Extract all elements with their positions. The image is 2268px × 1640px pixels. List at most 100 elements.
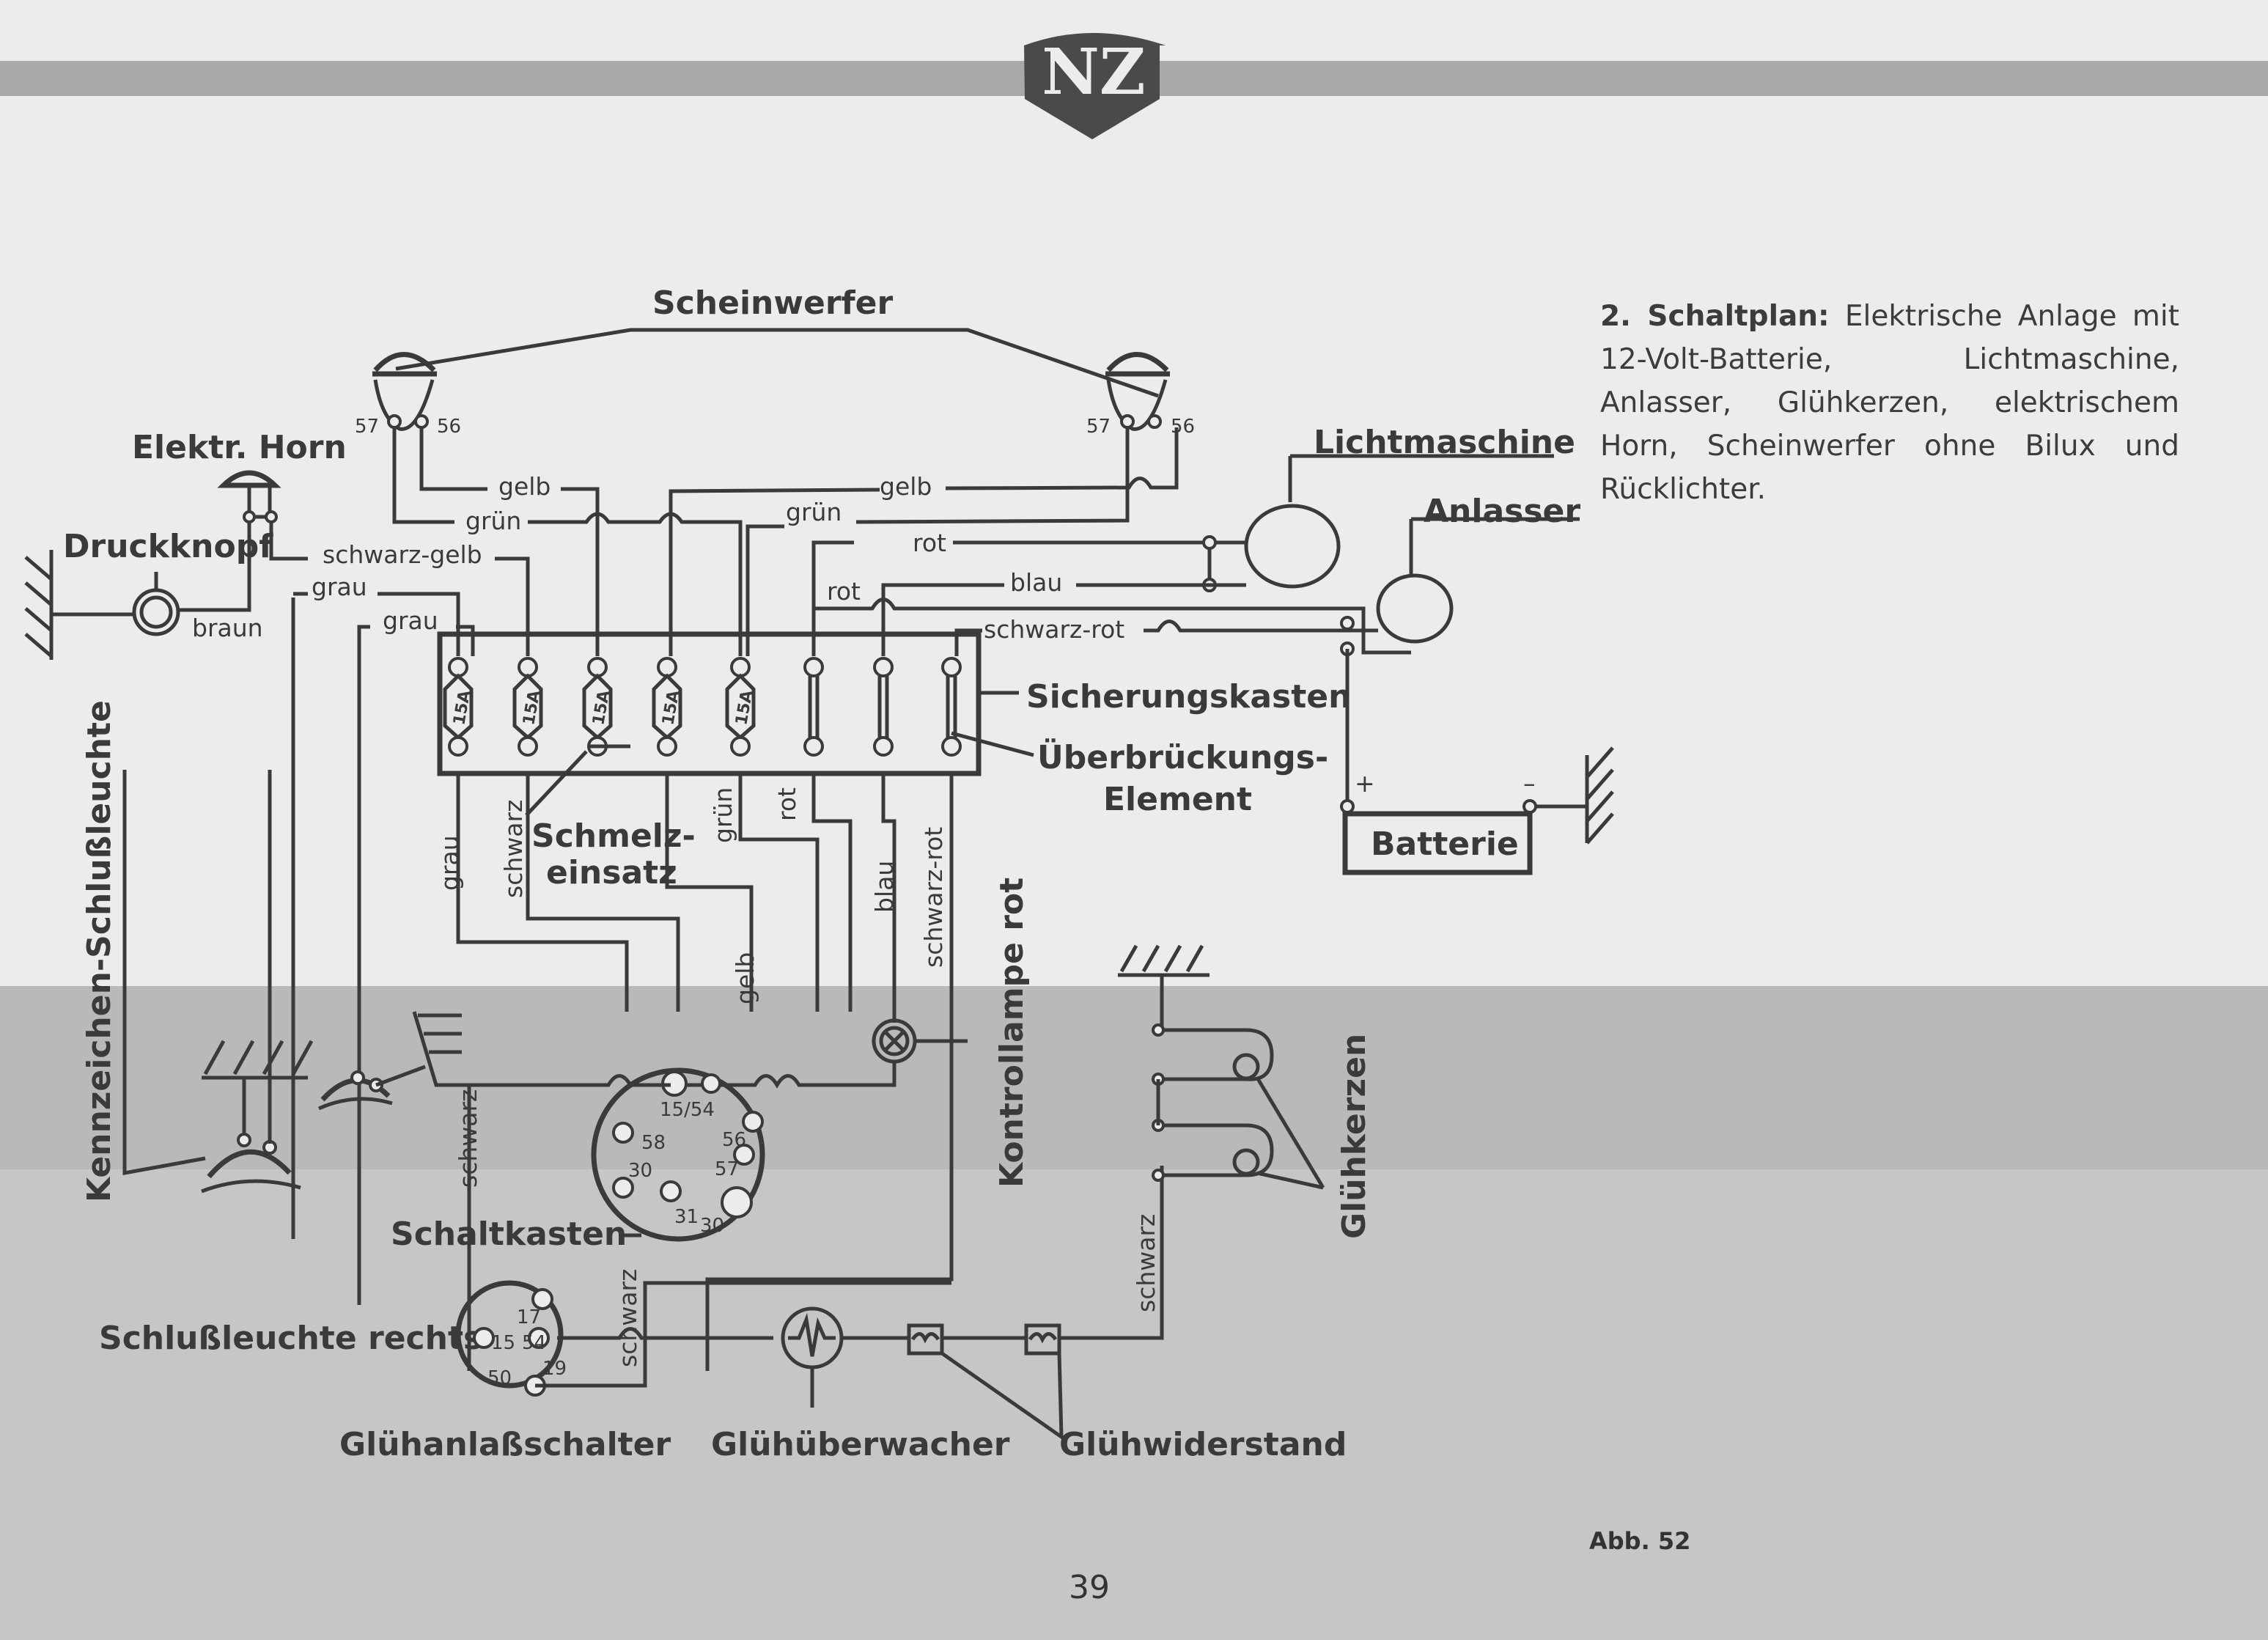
wire-label-schwarz-glow: schwarz	[614, 1269, 642, 1367]
wire-schwarz-gelb-b	[495, 556, 530, 656]
caption-heading: 2. Schaltplan:	[1600, 300, 1830, 333]
label-bridge-element-2: Element	[1103, 781, 1252, 818]
fuse-15a: 15A	[652, 657, 683, 757]
switch-box-icon	[591, 1067, 765, 1242]
switch-box-pin	[660, 1180, 682, 1202]
label-plate-tail-light: Kennzeichen-Schlußleuchte	[81, 700, 118, 1202]
generator-terminal-1	[1202, 535, 1217, 550]
glow-plugs-icon	[1152, 1023, 1325, 1190]
fuse-15a: 15A	[443, 657, 474, 757]
label-horn: Elektr. Horn	[132, 429, 347, 466]
page-background-top	[0, 0, 2268, 986]
wire-label-braun: braun	[192, 614, 263, 642]
wire-schwarz-down	[526, 773, 680, 1012]
wire-label-grau-1: grau	[312, 573, 367, 601]
headlight-right-terminal-56: 56	[1171, 416, 1195, 438]
ground-symbol-glow-plugs	[1118, 944, 1210, 1030]
label-glow-monitor: Glühüberwacher	[711, 1426, 1010, 1463]
push-button-icon	[132, 572, 180, 636]
headlight-right-terminal-57: 57	[1086, 416, 1111, 438]
nz-logo: NZ	[1024, 33, 1166, 139]
battery-icon	[1342, 811, 1533, 875]
wire-label-gruen-left: grün	[465, 507, 521, 535]
wire-label-rot-vertical: rot	[773, 787, 801, 821]
control-lamp-icon	[872, 1018, 917, 1064]
horn-icon	[217, 470, 281, 523]
bridge-element	[873, 657, 894, 757]
glow-start-switch-icon	[455, 1280, 564, 1389]
label-glow-resistor: Glühwiderstand	[1059, 1426, 1347, 1463]
fuse-15a: 15A	[725, 657, 756, 757]
label-bridge-element-1: Überbrückungs-	[1037, 738, 1328, 776]
label-battery: Batterie	[1371, 825, 1519, 863]
switch-box-pins	[612, 1070, 764, 1218]
figure-label: Abb. 52	[1589, 1527, 1691, 1555]
glow-pin-15: 15	[491, 1332, 515, 1354]
label-glow-start-switch: Glühanlaßschalter	[339, 1426, 671, 1463]
page-background-band	[0, 986, 2268, 1169]
wire-label-schwarz-rot-vertical: schwarz-rot	[919, 827, 948, 968]
ground-symbol-battery	[1585, 746, 1614, 845]
label-glow-plugs: Glühkerzen	[1336, 1034, 1373, 1239]
wire-label-blau: blau	[1010, 568, 1062, 597]
label-tail-light-right: Schlußleuchte rechts	[99, 1320, 482, 1357]
label-fuse-insert-2: einsatz	[546, 854, 677, 891]
wire-grau-c	[357, 625, 370, 1239]
label-switch-box: Schaltkasten	[391, 1216, 627, 1253]
glow-resistor-coils	[910, 1332, 1058, 1344]
wire-schwarz-switch	[454, 1074, 671, 1087]
wire-label-grau-2: grau	[383, 606, 438, 635]
wire-gruen-left-b	[528, 512, 743, 656]
starter-icon	[1376, 573, 1454, 644]
figure-caption: 2. Schaltplan: Elektrische Anlage mit 12…	[1600, 295, 2179, 511]
wire-schwarz-gelb-a	[269, 522, 308, 561]
wire-gruen-right-a	[745, 524, 784, 656]
wire-schwarz-rot-a	[954, 628, 982, 656]
wire-gelb-left-a	[419, 427, 487, 491]
wire-label-rot-generator: rot	[913, 529, 946, 557]
glow-switch-pin	[531, 1288, 553, 1310]
generator-icon	[1244, 504, 1341, 589]
switch-pin-56: 56	[722, 1129, 746, 1151]
wire-glow-circuit	[557, 1327, 773, 1340]
wire-gruen-right-b	[855, 427, 1130, 524]
switch-box-pin	[721, 1186, 753, 1218]
wire-gruen-down	[738, 773, 820, 1012]
wire-rot-down	[811, 773, 853, 1012]
page-number: 39	[1069, 1569, 1110, 1606]
switch-pin-30-right: 30	[700, 1215, 724, 1237]
wire-glow-50	[535, 1281, 951, 1388]
bridge-element-leader	[951, 731, 1034, 757]
wire-gelb-right-a	[669, 488, 880, 656]
switch-pin-58: 58	[641, 1132, 666, 1154]
battery-plus-sign: +	[1355, 769, 1375, 798]
wire-plate-tail-light	[122, 770, 206, 1175]
headlight-left-icon	[372, 352, 437, 431]
battery-terminal-plus	[1340, 799, 1355, 814]
headlight-left-terminal-56: 56	[437, 416, 461, 438]
wire-label-schwarz-glow-plugs: schwarz	[1132, 1214, 1160, 1312]
battery-minus-sign: –	[1523, 769, 1536, 798]
switch-box-pin	[701, 1073, 721, 1094]
bridge-element	[941, 657, 962, 757]
wire-label-gelb-vertical: gelb	[731, 952, 759, 1004]
glow-resistor-leader	[940, 1351, 1064, 1441]
plate-tail-light-icon	[201, 1040, 314, 1194]
switch-pin-31: 31	[674, 1206, 699, 1228]
wire-blau-down	[881, 773, 896, 1023]
wire-label-schwarz-switch: schwarz	[454, 1089, 482, 1188]
label-control-lamp: Kontrollampe rot	[993, 878, 1031, 1188]
label-fuse-insert-1: Schmelz-	[531, 817, 696, 855]
wire-glow-resistors	[842, 1166, 1164, 1340]
wire-schwarz-rot-b	[1144, 619, 1378, 633]
wire-schwarz-rot-down	[705, 773, 954, 1371]
wire-label-gruen-right: grün	[786, 498, 842, 526]
wire-grau-d	[456, 625, 475, 656]
wire-gelb-right-b	[945, 427, 1179, 490]
wire-label-rot-fuse: rot	[827, 577, 861, 606]
wire-label-grau-vertical: grau	[435, 835, 464, 891]
switch-box-pin	[733, 1144, 755, 1166]
fuse-15a: 15A	[512, 657, 544, 757]
tail-light-right-icon	[317, 1011, 469, 1111]
